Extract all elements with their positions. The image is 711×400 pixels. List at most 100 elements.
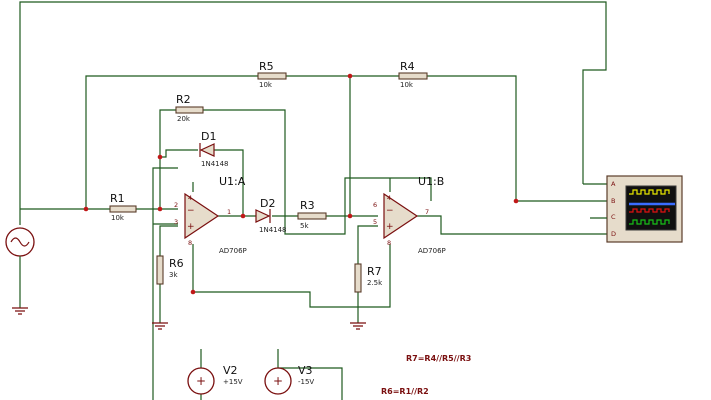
- resistor-ref: R4: [400, 60, 415, 73]
- junction-dot: [157, 154, 163, 160]
- wire-power-stubs: [192, 178, 391, 192]
- channel-label: B: [611, 197, 615, 205]
- junction-dot: [240, 213, 246, 219]
- pin-label: 4: [188, 194, 192, 202]
- diode-ref: D1: [201, 130, 216, 143]
- pin-label: 2: [174, 201, 178, 209]
- channel-label: A: [611, 180, 616, 188]
- junction-dot: [513, 198, 519, 204]
- trace-c: [629, 208, 670, 213]
- wire-supply-leads: [200, 349, 343, 400]
- pin-label: 1: [227, 208, 231, 216]
- resistor-ref: R5: [259, 60, 274, 73]
- diode-value: 1N4148: [201, 160, 229, 168]
- wire-d1-feedback: [160, 149, 244, 216]
- supply-ref: V2: [223, 364, 238, 377]
- diode-icon: [199, 143, 215, 157]
- resistor-ref: R7: [367, 265, 382, 278]
- opamp-ref: U1:A: [219, 175, 246, 188]
- resistor-value: 2.5k: [367, 279, 383, 287]
- wire-power-rail-neg: [192, 244, 391, 308]
- ac-source[interactable]: [5, 227, 35, 315]
- resistor-ref: R3: [300, 199, 315, 212]
- resistor-r1[interactable]: R1 10k: [109, 192, 137, 222]
- channel-label: D: [611, 230, 616, 238]
- opamp-body: [383, 192, 419, 240]
- resistor-r4[interactable]: R4 10k: [398, 60, 428, 89]
- plus-sign-icon: +: [386, 222, 394, 232]
- oscilloscope-screen: [625, 185, 677, 231]
- pin-label: 4: [387, 194, 391, 202]
- resistor-ref: R2: [176, 93, 191, 106]
- resistor-body: [297, 212, 327, 220]
- resistor-value: 20k: [177, 115, 191, 123]
- opamp-u1b[interactable]: − + 6 5 7 4 8 U1:B AD706P: [373, 175, 446, 255]
- resistor-value: 3k: [169, 271, 178, 279]
- resistor-body: [398, 72, 428, 80]
- wire-u1b-out-scope-d: [417, 215, 607, 235]
- junction-dot: [157, 206, 163, 212]
- pin-label: 8: [387, 239, 391, 247]
- plus-sign-icon: +: [273, 374, 283, 388]
- supply-value: -15V: [298, 378, 314, 386]
- minus-sign-icon: −: [386, 206, 394, 216]
- wire-u1a-r6: [159, 225, 178, 323]
- oscilloscope[interactable]: A B C D: [590, 175, 683, 243]
- opamp-value: AD706P: [219, 247, 247, 255]
- wire-u1a-pin3-feed: [152, 167, 178, 400]
- trace-d: [629, 219, 670, 225]
- plus-sign-icon: +: [187, 222, 195, 232]
- pin-label: 7: [425, 208, 429, 216]
- dc-source-icon: [264, 367, 292, 395]
- resistor-body: [156, 255, 164, 285]
- wire-source-to-scope-a: [19, 1, 607, 225]
- resistor-r6[interactable]: R6 3k: [152, 255, 184, 330]
- pin-label: 3: [174, 218, 178, 226]
- junctions: [83, 73, 519, 295]
- channel-label: C: [611, 213, 616, 221]
- sine-icon: [10, 237, 30, 247]
- resistor-r7[interactable]: R7 2.5k: [350, 263, 383, 330]
- resistor-body: [354, 263, 362, 293]
- resistor-ref: R1: [110, 192, 125, 205]
- resistor-body: [257, 72, 287, 80]
- junction-dot: [190, 289, 196, 295]
- note-r6-formula: R6=R1//R2: [381, 387, 429, 396]
- diode-ref: D2: [260, 197, 275, 210]
- opamp-u1a[interactable]: − + 2 3 1 4 8 U1:A AD706P: [174, 175, 247, 255]
- ground-icon: [12, 307, 28, 315]
- trace-a: [629, 189, 670, 195]
- diode-icon: [255, 209, 271, 223]
- pin-label: 6: [373, 201, 377, 209]
- junction-dot: [83, 206, 89, 212]
- opamp-value: AD706P: [418, 247, 446, 255]
- junction-dot: [347, 73, 353, 79]
- supply-v3[interactable]: + V3 -15V: [264, 364, 314, 395]
- pin-label: 5: [373, 218, 377, 226]
- plus-sign-icon: +: [196, 374, 206, 388]
- resistor-body: [175, 106, 204, 114]
- resistor-ref: R6: [169, 257, 184, 270]
- wire-r5-r4-branch: [85, 75, 517, 209]
- resistor-r3[interactable]: R3 5k: [297, 199, 327, 230]
- resistor-value: 10k: [400, 81, 414, 89]
- diode-d2[interactable]: D2 1N4148: [255, 197, 287, 234]
- resistor-value: 10k: [259, 81, 273, 89]
- resistor-value: 5k: [300, 222, 309, 230]
- ground-icon: [152, 322, 168, 330]
- resistor-value: 10k: [111, 214, 125, 222]
- junction-dot: [347, 213, 353, 219]
- diode-d1[interactable]: D1 1N4148: [199, 130, 229, 168]
- opamp-ref: U1:B: [418, 175, 444, 188]
- supply-v2[interactable]: + V2 +15V: [187, 364, 243, 395]
- ground-icon: [350, 322, 366, 330]
- dc-source-icon: [187, 367, 215, 395]
- resistor-body: [109, 205, 137, 213]
- resistor-r5[interactable]: R5 10k: [257, 60, 287, 89]
- note-r7-formula: R7=R4//R5//R3: [406, 354, 471, 363]
- supply-ref: V3: [298, 364, 313, 377]
- resistor-r2[interactable]: R2 20k: [175, 93, 204, 123]
- minus-sign-icon: −: [187, 206, 195, 216]
